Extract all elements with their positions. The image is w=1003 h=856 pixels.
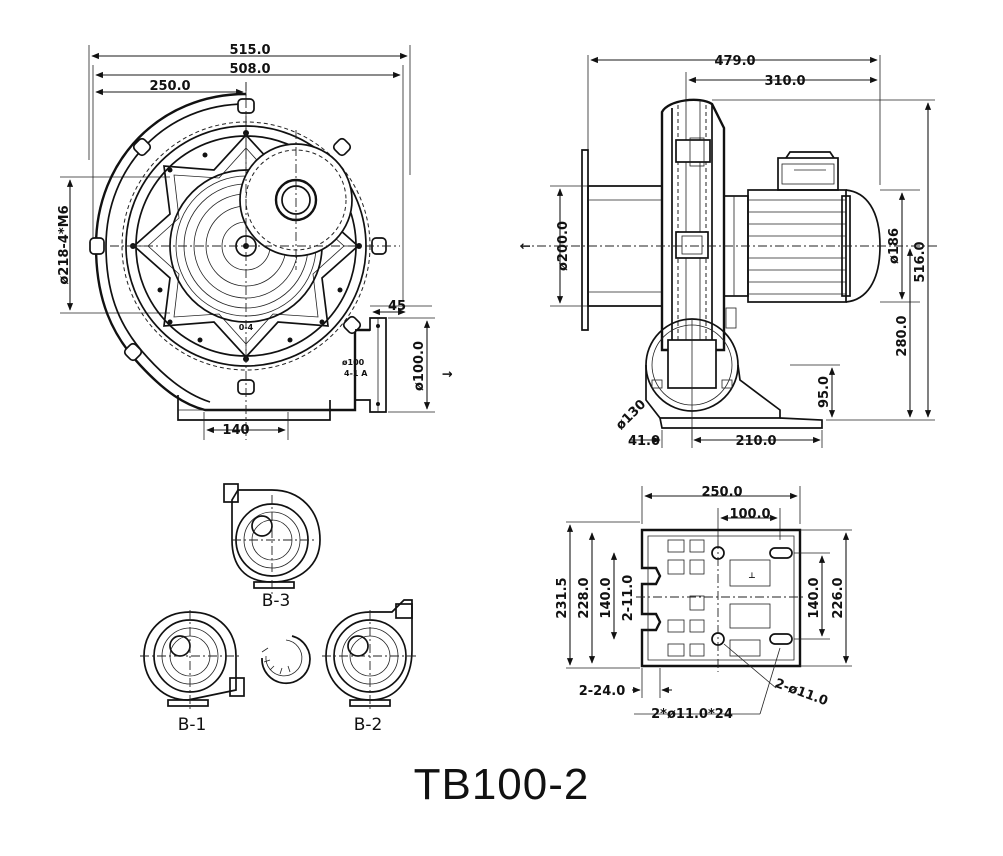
dim-width-2: 508.0 bbox=[229, 62, 270, 77]
label-b3: B-3 bbox=[262, 591, 291, 611]
label-b2: B-2 bbox=[354, 715, 383, 735]
dim-slot-width: 2-11.0 bbox=[621, 575, 636, 622]
side-view: 479.0 310.0 ø200.0 ↑ bbox=[519, 54, 940, 449]
dim-outlet-flange: ø100.0 bbox=[412, 341, 427, 391]
dim-hole-spacing-y-right: 140.0 bbox=[807, 577, 822, 618]
dim-outlet-note: 4-1 A bbox=[344, 369, 368, 378]
rotation-arrow bbox=[261, 635, 311, 685]
dim-outlet-offset: 45 bbox=[388, 299, 406, 314]
dim-plate-width: 250.0 bbox=[701, 485, 742, 500]
dim-overall-length: 479.0 bbox=[714, 54, 755, 69]
dim-slot-note: 2*ø11.0*24 bbox=[651, 707, 733, 722]
dim-center-height: 280.0 bbox=[895, 315, 910, 356]
dim-outlet-height: 95.0 bbox=[817, 376, 832, 408]
dim-center-offset: 250.0 bbox=[149, 79, 190, 94]
front-view: 515.0 508.0 250.0 ø218-4*M6 bbox=[57, 43, 456, 440]
dim-base-offset: 41.0 bbox=[628, 434, 660, 449]
dim-edge-offset: 2-24.0 bbox=[579, 684, 626, 699]
dim-center-mark: 0-4 bbox=[239, 323, 254, 332]
dim-hole-spacing-x: 100.0 bbox=[729, 507, 770, 522]
orientation-b1: B-1 bbox=[140, 610, 245, 735]
dim-base-length: 210.0 bbox=[735, 434, 776, 449]
dim-inlet-flange: ø130 bbox=[613, 397, 649, 433]
plate-mark: ⊥ bbox=[748, 571, 755, 580]
section-mark-front: ↓ bbox=[441, 369, 456, 380]
base-plate: 250.0 100.0 ⊥ bbox=[555, 485, 852, 722]
dim-outlet-inner: ø100 bbox=[342, 358, 365, 367]
dim-hole-dia: 2-ø11.0 bbox=[773, 676, 830, 709]
dim-plate-height-inner: 228.0 bbox=[577, 577, 592, 618]
dim-plate-height-right: 226.0 bbox=[831, 577, 846, 618]
dim-bolt-circle: ø218-4*M6 bbox=[57, 205, 72, 284]
dim-base-width: 140 bbox=[222, 423, 249, 438]
model-title: TB100-2 bbox=[413, 760, 590, 809]
dim-inlet-dia: ø200.0 bbox=[556, 221, 571, 271]
dim-motor-length: 310.0 bbox=[764, 74, 805, 89]
dim-hole-spacing-y-left: 140.0 bbox=[599, 577, 614, 618]
dim-plate-height-outer: 231.5 bbox=[555, 577, 570, 618]
orientation-b2: B-2 bbox=[322, 599, 418, 735]
label-b1: B-1 bbox=[178, 715, 207, 735]
orientation-b3: B-3 bbox=[223, 483, 321, 611]
dim-overall-height: 516.0 bbox=[913, 241, 928, 282]
dim-overall-width: 515.0 bbox=[229, 43, 270, 58]
